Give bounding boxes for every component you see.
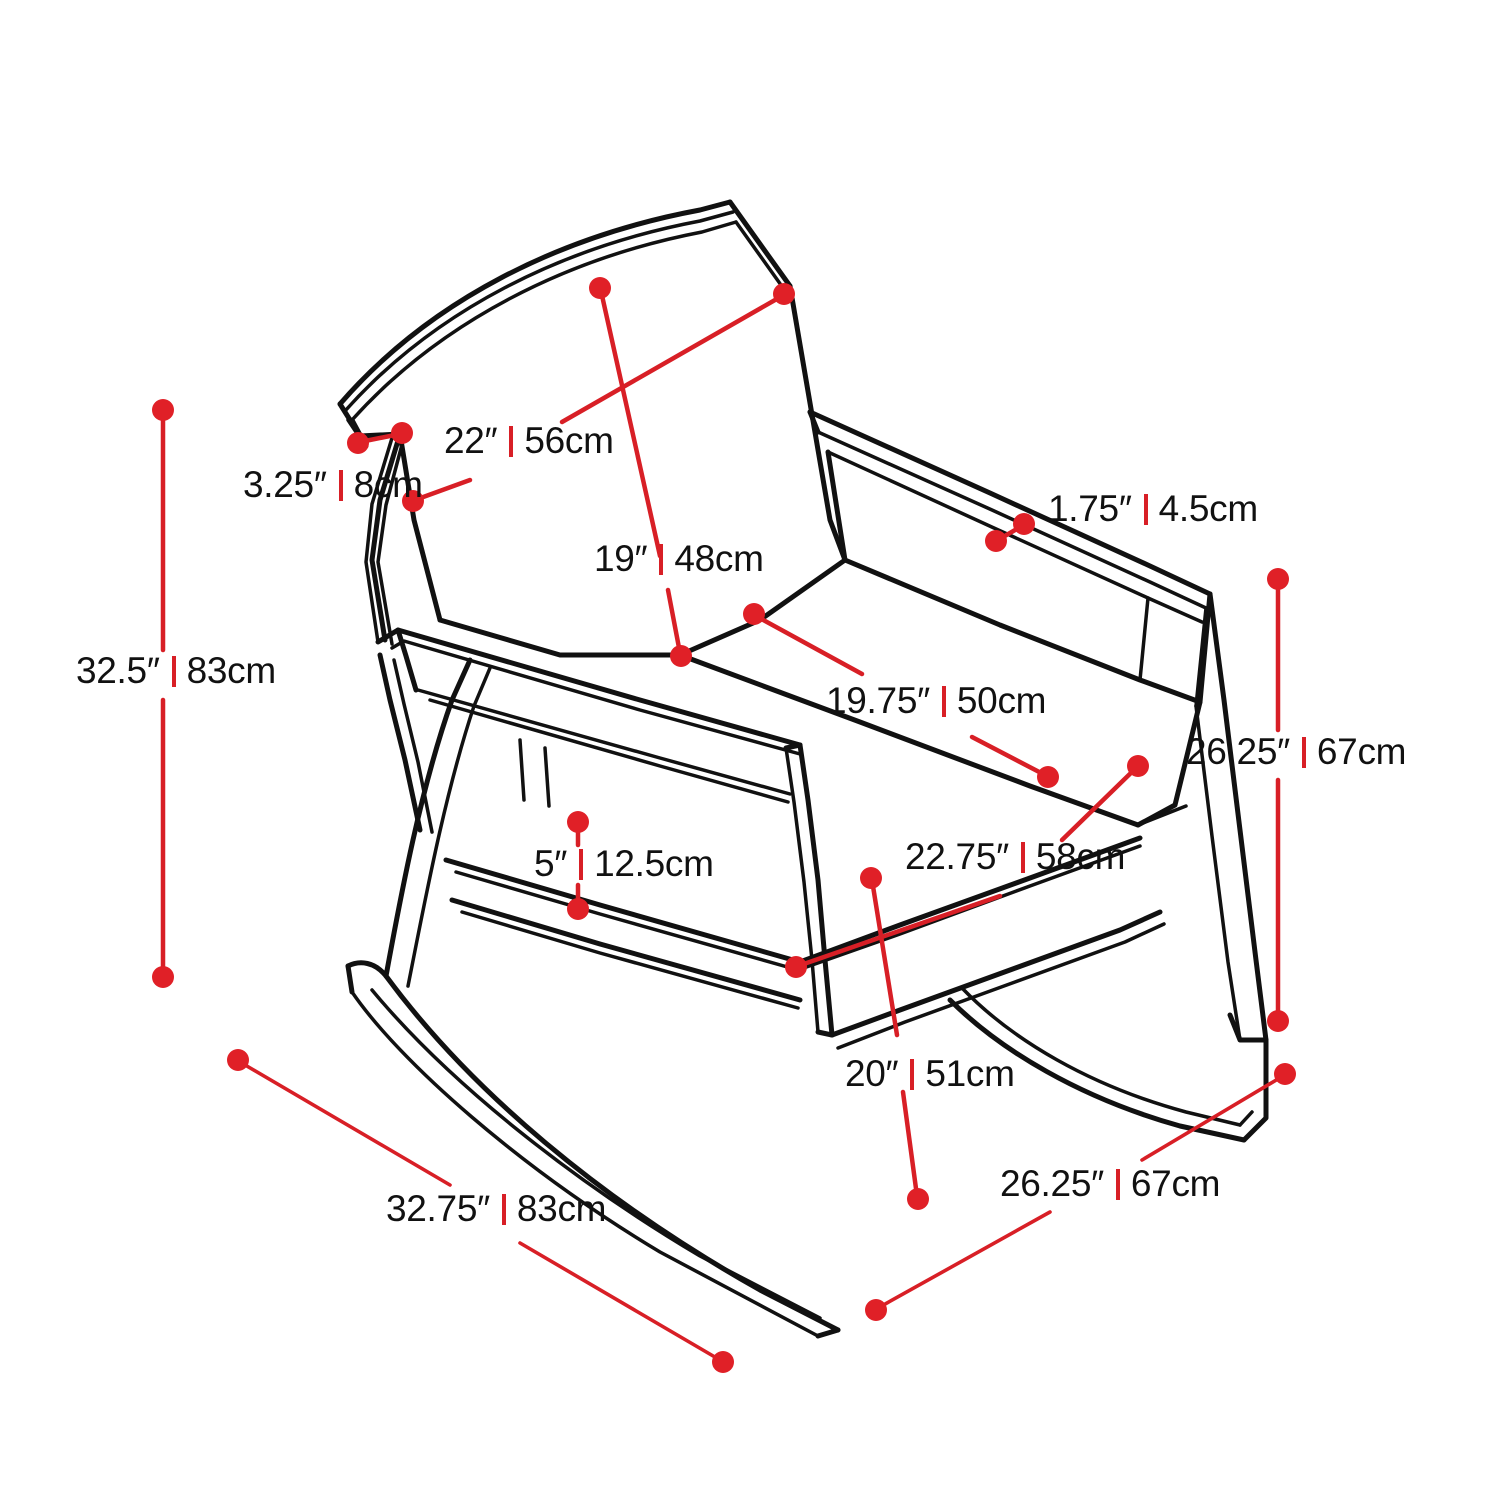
- imperial-value: 20″: [845, 1053, 899, 1094]
- dimension-label-back-top-thickness: 3.25″ 8cm: [243, 466, 423, 503]
- imperial-value: 19.75″: [826, 680, 930, 721]
- dimension-seat-height-marker: [860, 867, 929, 1210]
- metric-value: 83cm: [186, 650, 277, 691]
- metric-value: 12.5cm: [594, 843, 714, 884]
- dimension-label-seat-width: 22.75″ 58cm: [905, 838, 1125, 875]
- dimension-rocker-length-marker: [227, 1049, 734, 1373]
- separator-bar: [910, 1059, 915, 1090]
- imperial-value: 22.75″: [905, 836, 1009, 877]
- dimension-armrest-thickness-marker: [985, 513, 1035, 552]
- dimension-back-top-thickness-marker: [402, 477, 473, 512]
- metric-value: 4.5cm: [1158, 488, 1259, 529]
- imperial-value: 32.75″: [386, 1188, 490, 1229]
- chair-seat: [677, 557, 1203, 1050]
- dimension-overall-height-marker: [152, 399, 174, 988]
- dimension-label-back-width: 22″ 56cm: [444, 422, 614, 459]
- imperial-value: 32.5″: [76, 650, 160, 691]
- imperial-value: 26.25″: [1186, 731, 1290, 772]
- metric-value: 58cm: [1035, 836, 1126, 877]
- dimension-rail-gap-marker: [567, 811, 589, 920]
- imperial-value: 1.75″: [1048, 488, 1132, 529]
- chair-left-arm-frame: [375, 627, 835, 1038]
- dimension-back-height-marker: [559, 277, 795, 667]
- imperial-value: 3.25″: [243, 464, 327, 505]
- imperial-value: 19″: [594, 538, 648, 579]
- dimension-seat-width-marker: [785, 755, 1149, 978]
- dimension-back-width-marker: [347, 422, 413, 454]
- separator-bar: [1143, 494, 1148, 525]
- separator-bar: [501, 1194, 506, 1225]
- dimension-label-back-height: 19″ 48cm: [594, 540, 764, 577]
- dimension-label-seat-depth: 19.75″ 50cm: [826, 682, 1046, 719]
- dimension-label-seat-height: 20″ 51cm: [845, 1055, 1015, 1092]
- separator-bar: [1115, 1169, 1120, 1200]
- separator-bar: [509, 426, 514, 457]
- metric-value: 51cm: [925, 1053, 1015, 1094]
- imperial-value: 26.25″: [1000, 1163, 1104, 1204]
- imperial-value: 22″: [444, 420, 498, 461]
- dimension-label-armrest-thickness: 1.75″ 4.5cm: [1048, 490, 1258, 527]
- separator-bar: [338, 470, 343, 501]
- separator-bar: [579, 849, 584, 880]
- chair-right-rocker: [947, 986, 1269, 1143]
- chair-backrest: [337, 199, 848, 658]
- separator-bar: [659, 544, 664, 575]
- separator-bar: [1301, 737, 1306, 768]
- metric-value: 50cm: [956, 680, 1047, 721]
- metric-value: 8cm: [353, 464, 423, 505]
- dimension-overall-depth-marker: [1267, 568, 1289, 1032]
- dimension-label-overall-depth: 26.25″ 67cm: [1186, 733, 1406, 770]
- dimension-label-rocker-length: 32.75″ 83cm: [386, 1190, 606, 1227]
- dimension-label-overall-width: 26.25″ 67cm: [1000, 1165, 1220, 1202]
- separator-bar: [1020, 842, 1025, 873]
- metric-value: 83cm: [516, 1188, 607, 1229]
- metric-value: 67cm: [1316, 731, 1407, 772]
- separator-bar: [171, 656, 176, 687]
- dimension-seat-depth-marker: [743, 603, 1059, 788]
- chair-right-arm-frame: [807, 409, 1269, 1043]
- dimension-overall-width-marker: [865, 1063, 1296, 1321]
- metric-value: 48cm: [674, 538, 764, 579]
- dimension-label-overall-height: 32.5″ 83cm: [76, 652, 276, 689]
- dimension-label-rail-gap: 5″ 12.5cm: [534, 845, 714, 882]
- metric-value: 56cm: [524, 420, 614, 461]
- imperial-value: 5″: [534, 843, 568, 884]
- separator-bar: [941, 686, 946, 717]
- metric-value: 67cm: [1130, 1163, 1221, 1204]
- chair-left-rocker: [345, 657, 841, 1339]
